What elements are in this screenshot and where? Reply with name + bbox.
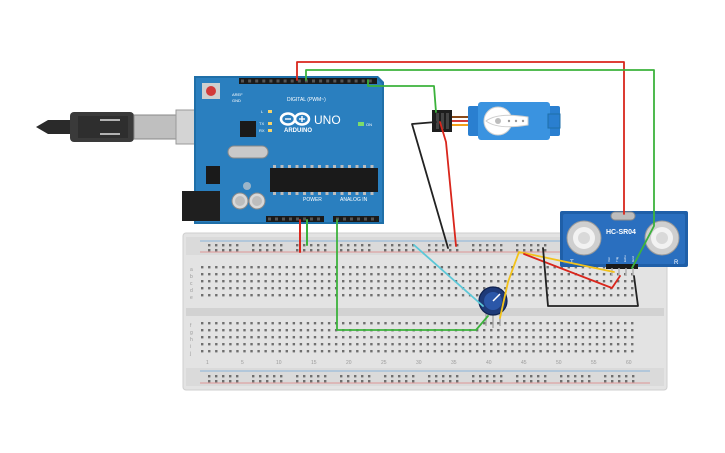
column-number: 10 (276, 360, 282, 366)
column-number: 35 (451, 360, 457, 366)
potentiometer[interactable] (478, 286, 508, 328)
row-letter-g: g (190, 330, 193, 336)
digital-label: DIGITAL (PWM~) (287, 97, 326, 103)
digital-header (239, 78, 377, 84)
atmega-chip (270, 168, 378, 192)
column-number: 30 (416, 360, 422, 366)
led-tx-label: TX (259, 121, 264, 126)
row-letter-e: e (190, 295, 193, 301)
row-letter-j: j (189, 351, 191, 357)
sensor-model: HC-SR04 (606, 229, 636, 236)
wire-green-top (305, 69, 655, 269)
wire-red-top (296, 61, 625, 215)
power-led (358, 122, 364, 126)
wire-black-servo (411, 121, 449, 249)
sensor-pin-gnd: Gnd (631, 256, 635, 262)
wire-green-servo (367, 79, 437, 113)
gnd-label: GND (232, 98, 241, 103)
servo-motor (432, 102, 561, 140)
crystal (227, 145, 269, 159)
wire-red-servo (439, 121, 457, 247)
usb-cable (36, 109, 203, 145)
wire-black-sensor (542, 247, 639, 307)
power-header (266, 216, 324, 222)
breadboard-column-numbers: 1 5 10 15 20 25 30 35 40 45 50 55 60 (206, 360, 632, 366)
sensor-pin-trig: Trig (615, 257, 619, 262)
led-l-label: L (261, 109, 264, 114)
power-label: POWER (303, 197, 322, 203)
arduino-logo-text: ARDUINO (284, 128, 312, 134)
row-letter-d: d (190, 288, 193, 294)
column-number: 5 (241, 360, 244, 366)
column-number: 40 (486, 360, 492, 366)
reset-button[interactable] (206, 86, 216, 96)
row-letter-i: i (190, 344, 191, 350)
wire-cyan-pot (413, 244, 484, 307)
arduino-uno-board: DIGITAL (PWM~) AREF GND ARDUINO UNO L TX… (182, 76, 384, 224)
on-label: ON (366, 122, 372, 127)
column-number: 60 (626, 360, 632, 366)
board-model: UNO (314, 113, 341, 127)
usb-chip (240, 121, 256, 137)
led-rx-label: RX (259, 128, 265, 133)
row-letter-h: h (190, 337, 193, 343)
potentiometer-wiper (492, 293, 501, 302)
column-number: 20 (346, 360, 352, 366)
column-number: 50 (556, 360, 562, 366)
sensor-pin-echo: Echo (623, 255, 627, 262)
sensor-r-label: R (674, 260, 679, 266)
row-letter-f: f (190, 323, 192, 329)
sensor-pin-vcc: Vcc (607, 256, 611, 262)
ultrasonic-sensor: HC-SR04 T R Vcc Trig Echo Gnd (560, 211, 688, 276)
column-number: 1 (206, 360, 209, 366)
arduino-logo: ARDUINO (279, 112, 312, 134)
column-number: 45 (521, 360, 527, 366)
column-number: 25 (381, 360, 387, 366)
wire-red-sensor (523, 253, 621, 289)
row-letter-c: c (190, 281, 193, 287)
dc-power-jack (182, 191, 220, 221)
aref-label: AREF (232, 92, 243, 97)
analog-header (333, 216, 379, 222)
column-number: 55 (591, 360, 597, 366)
row-letter-b: b (190, 274, 193, 280)
row-letter-a: a (190, 267, 193, 273)
analog-label: ANALOG IN (340, 197, 368, 203)
breadboard-row-letters: a b c d e f g h i j (189, 267, 193, 357)
wire-green-a0 (336, 219, 489, 331)
breadboard: a b c d e f g h i j 1 5 10 15 20 25 30 3… (182, 232, 668, 391)
wires (296, 61, 655, 331)
wire-yellow (499, 251, 615, 319)
column-number: 15 (311, 360, 317, 366)
